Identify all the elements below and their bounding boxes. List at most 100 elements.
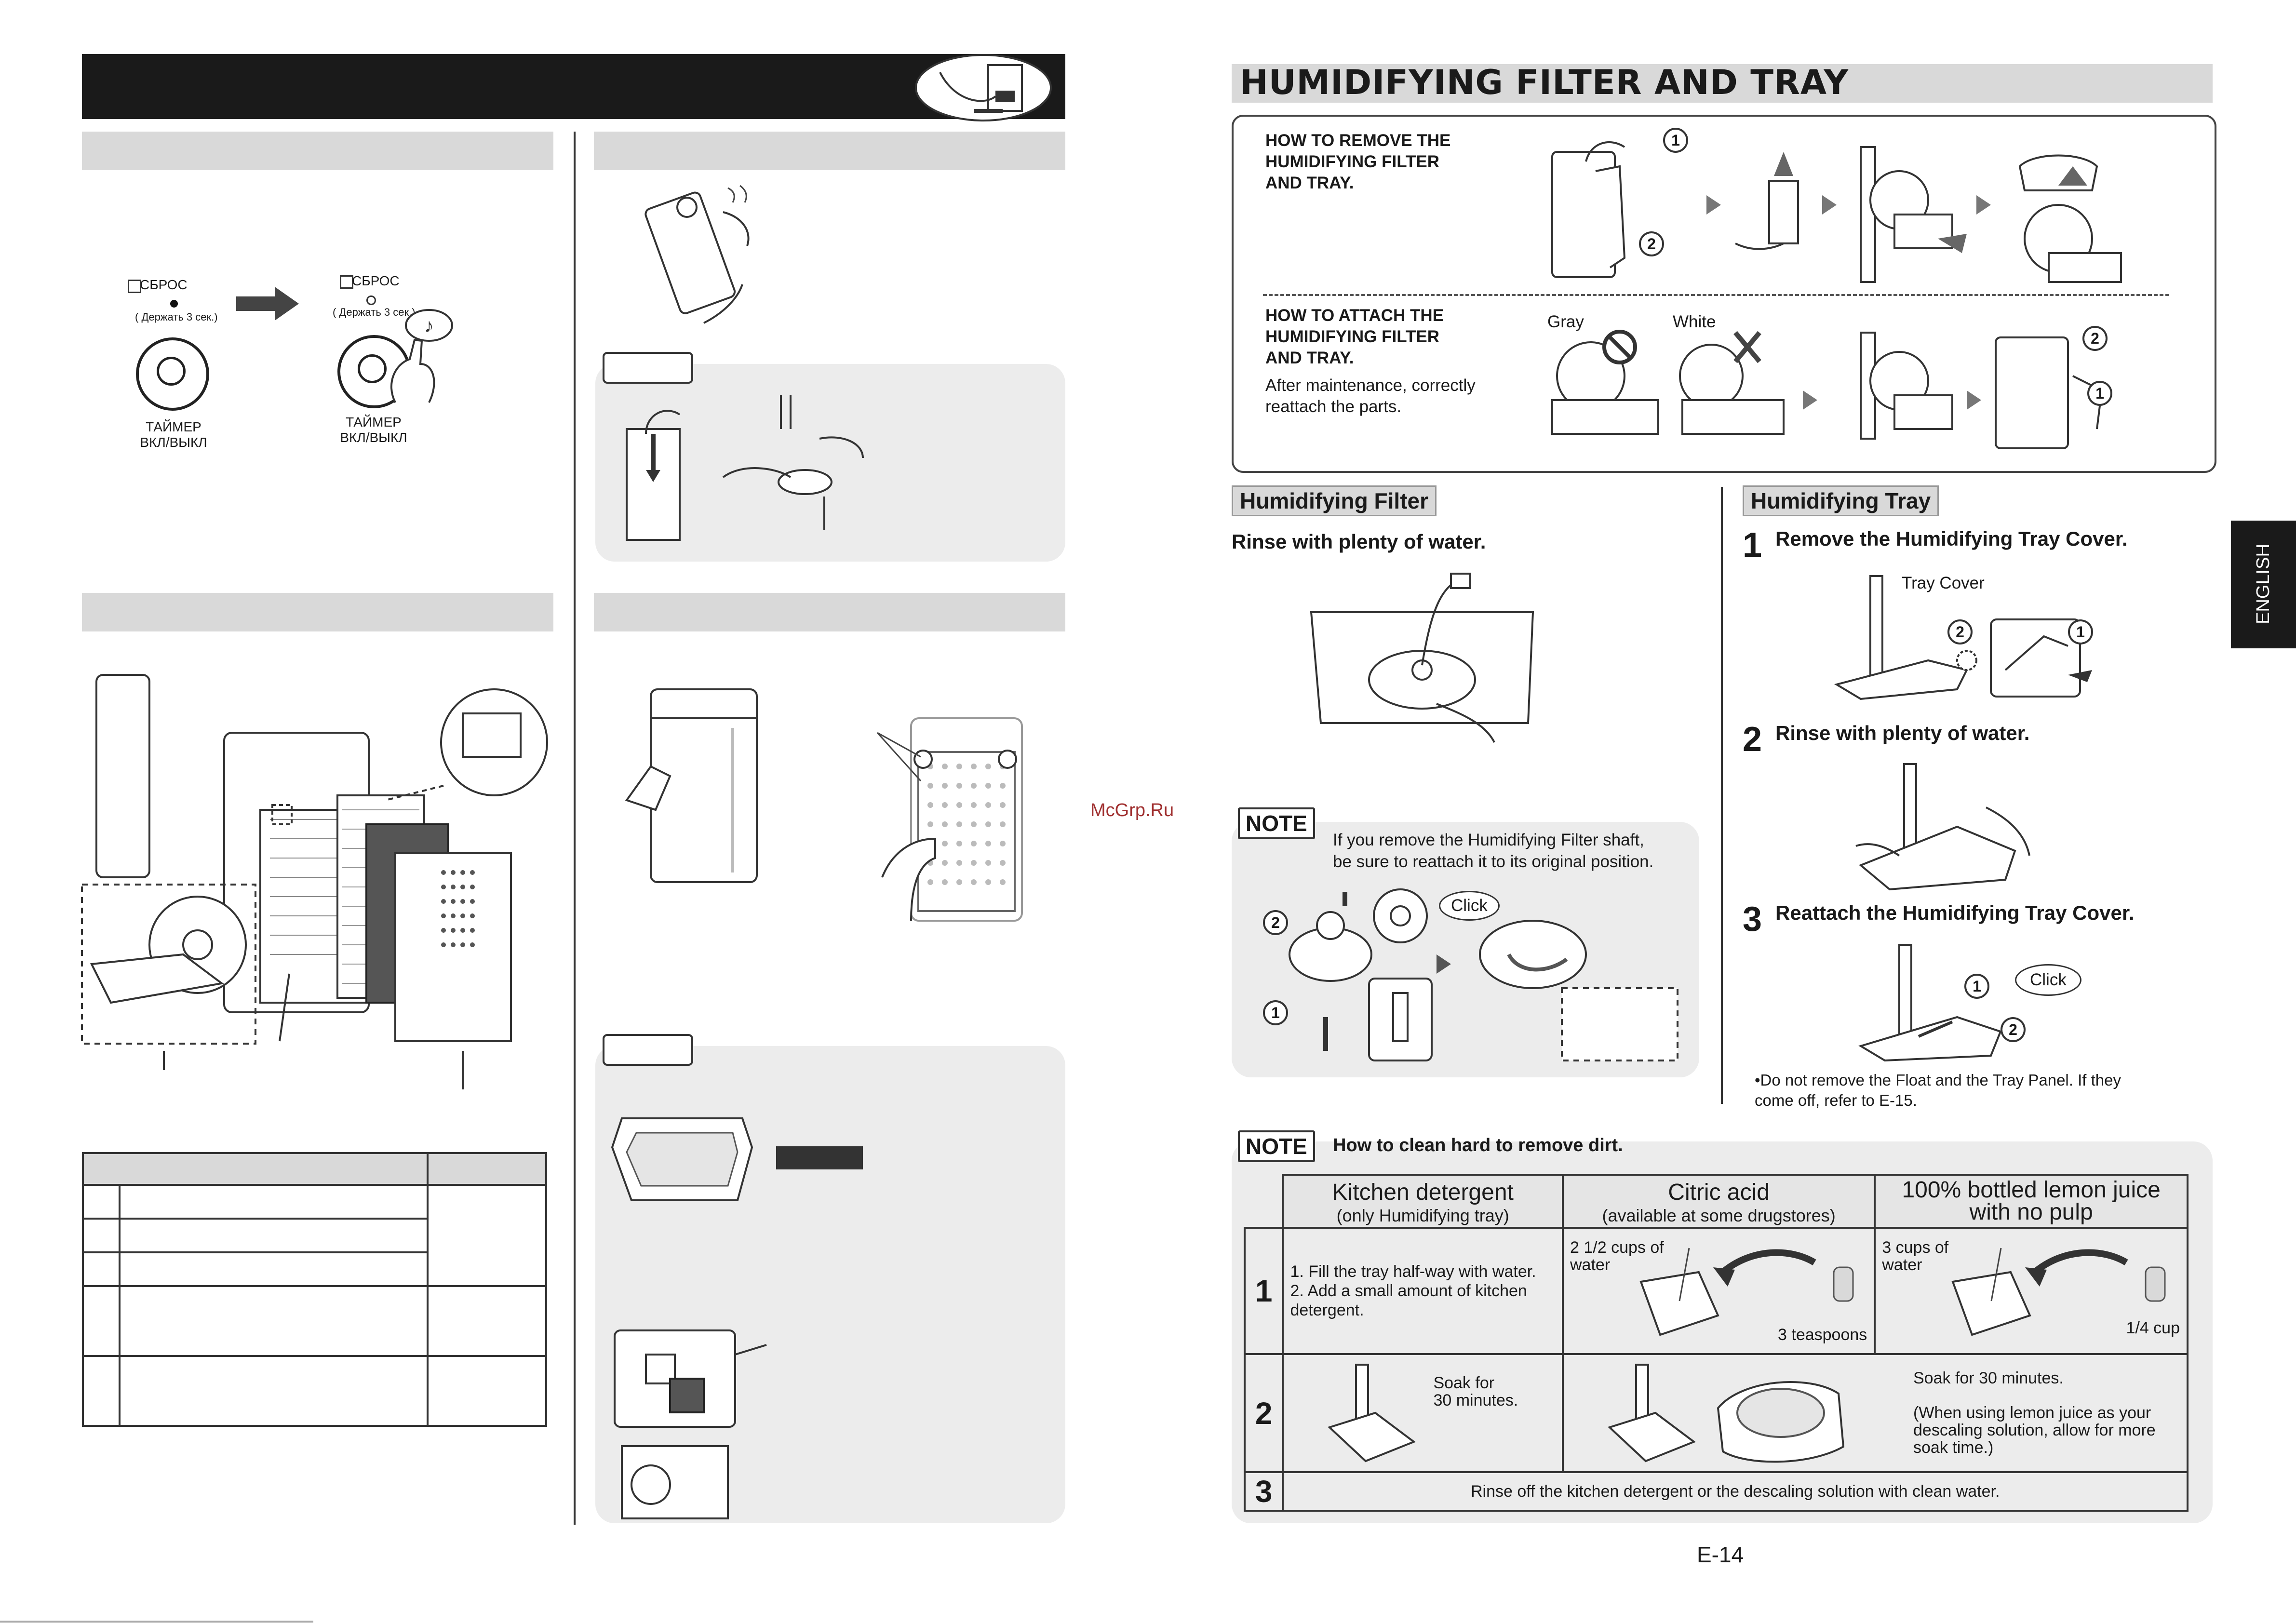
row-num: 3	[1243, 1471, 1284, 1512]
col-citric-acid: Citric acid (available at some drugstore…	[1561, 1174, 1876, 1229]
tray-cover-badge-2: 2	[1947, 619, 1973, 644]
filter-note-tag: NOTE	[1238, 807, 1315, 839]
tray-step-1-num: 1	[1743, 526, 1762, 564]
watermark: McGrp.Ru	[1090, 800, 1174, 820]
reattach-badge-2: 2	[2001, 1017, 2026, 1042]
dashed-separator	[1263, 294, 2169, 296]
unit-exploded-illustration	[81, 674, 548, 1089]
blank-tag-2	[603, 1034, 693, 1066]
dark-label-box	[776, 1146, 863, 1169]
lemon-amount: 1/4 cup	[2126, 1319, 2180, 1337]
step-badge-1: 1	[1663, 128, 1688, 153]
filter-click-label: Click	[1439, 891, 1500, 921]
row-num: 1	[1243, 1227, 1284, 1355]
tray-cover-remove-illustration	[1834, 575, 2092, 700]
step-badge-attach-2: 2	[2082, 326, 2108, 351]
page-number: E-14	[1697, 1542, 1744, 1567]
citric-lemon-step-2: Soak for 30 minutes. (When using lemon j…	[1562, 1353, 2189, 1473]
attach-steps-illustration	[1551, 330, 2103, 449]
left-blank-table	[82, 1152, 547, 1427]
col-title: Citric acid	[1668, 1180, 1770, 1205]
filter-note-text: If you remove the Humidifying Filter sha…	[1333, 831, 1654, 871]
citric-lemon-soak-text: Soak for 30 minutes. (When using lemon j…	[1913, 1369, 2156, 1457]
reset-label-2: СБРОС	[352, 273, 400, 288]
detergent-soak-text: Soak for 30 minutes.	[1433, 1374, 1518, 1409]
lemon-water: 3 cups of water	[1882, 1238, 1949, 1274]
english-tab-label: ENGLISH	[2253, 544, 2273, 624]
filter-shake-illustration	[644, 185, 750, 324]
gray-label: Gray	[1547, 312, 1584, 331]
page-title: HUMIDIFYING FILTER AND TRAY	[1240, 63, 1849, 102]
detergent-soak-illustration	[1328, 1364, 1416, 1463]
left-column-divider	[574, 132, 576, 1525]
tray-step-2-text: Rinse with plenty of water.	[1775, 722, 2030, 744]
citric-water: 2 1/2 cups of water	[1570, 1238, 1664, 1274]
remove-attach-frame	[1232, 115, 2216, 473]
timer-label-2: ТАЙМЕР ВКЛ/ВЫКЛ	[340, 415, 407, 445]
tray-soak-illustration	[1608, 1364, 1845, 1463]
shaft-badge-2: 2	[1263, 910, 1288, 935]
tray-step-2-num: 2	[1743, 720, 1762, 759]
left-subheader-1	[82, 132, 553, 170]
remove-heading: HOW TO REMOVE THE HUMIDIFYING FILTER AND…	[1265, 131, 1451, 192]
tray-rinse-illustration	[1855, 763, 2030, 891]
filter-shaft-illustration	[1289, 888, 1678, 1061]
left-subheader-4	[594, 593, 1065, 631]
left-subheader-2	[594, 132, 1065, 170]
tray-step-3-text: Reattach the Humidifying Tray Cover.	[1775, 901, 2135, 924]
left-header-bar	[82, 54, 1065, 119]
tray-step-3-num: 3	[1743, 900, 1762, 939]
filter-rinse-illustration	[1310, 573, 1534, 743]
reset-panel-2: СБРОС ( Держать 3 сек.) ТАЙМЕР ВКЛ/ВЫКЛ …	[333, 272, 477, 456]
citric-amount: 3 teaspoons	[1778, 1326, 1867, 1344]
col-title: 100% bottled lemon juice with no pulp	[1902, 1177, 2161, 1225]
hard-dirt-note-tag: NOTE	[1238, 1130, 1315, 1162]
rinse-step-3: Rinse off the kitchen detergent or the d…	[1282, 1471, 2189, 1512]
timer-label-1: ТАЙМЕР ВКЛ/ВЫКЛ	[140, 419, 207, 450]
row-num: 2	[1243, 1353, 1284, 1473]
filter-section-label: Humidifying Filter	[1232, 485, 1437, 516]
english-side-tab: ENGLISH	[2231, 521, 2296, 648]
detergent-step-1-text: 1. Fill the tray half-way with water. 2.…	[1290, 1262, 1536, 1319]
citric-tray-illustration	[1639, 1248, 1854, 1336]
detergent-step-1: 1. Fill the tray half-way with water. 2.…	[1282, 1227, 1564, 1355]
attach-heading: HOW TO ATTACH THE HUMIDIFYING FILTER AND…	[1265, 306, 1444, 367]
unit-wipe-illustration	[625, 688, 1023, 922]
page-title-bar	[1232, 64, 2213, 103]
right-column-divider	[1721, 487, 1723, 1104]
citric-step-1: 2 1/2 cups of water 3 teaspoons	[1561, 1227, 1876, 1355]
col-title: Kitchen detergent	[1332, 1180, 1514, 1205]
tray-cover-label: Tray Cover	[1902, 574, 1985, 592]
reattach-badge-1: 1	[1964, 974, 1989, 999]
remove-steps-illustration	[1551, 141, 2122, 283]
detergent-step-2: Soak for 30 minutes.	[1282, 1353, 1564, 1473]
step-badge-2: 2	[1639, 231, 1664, 256]
filter-water-illustration	[626, 395, 864, 541]
hold-note-1: ( Держать 3 сек.)	[135, 311, 218, 323]
reset-label-1: СБРОС	[140, 277, 188, 292]
tray-cover-badge-1: 1	[2068, 619, 2093, 644]
shaft-badge-1: 1	[1263, 1000, 1288, 1025]
svg-text:♪: ♪	[424, 315, 434, 336]
step-badge-attach-1: 1	[2087, 381, 2112, 406]
tray-bullet-note: •Do not remove the Float and the Tray Pa…	[1755, 1071, 2121, 1109]
filter-instruction: Rinse with plenty of water.	[1232, 530, 1486, 553]
tray-section-label: Humidifying Tray	[1743, 485, 1939, 516]
tray-step-1-text: Remove the Humidifying Tray Cover.	[1775, 527, 2128, 550]
col-kitchen-detergent: Kitchen detergent (only Humidifying tray…	[1282, 1174, 1564, 1229]
attach-note: After maintenance, correctly reattach th…	[1265, 376, 1476, 416]
bottom-rule	[0, 1621, 313, 1623]
tray-basket-illustration	[611, 1117, 753, 1201]
lemon-step-1: 3 cups of water 1/4 cup	[1874, 1227, 2189, 1355]
col-subtitle: (only Humidifying tray)	[1336, 1206, 1509, 1225]
tray-cover-reattach-illustration	[1858, 944, 2002, 1062]
col-subtitle: (available at some drugstores)	[1602, 1206, 1836, 1225]
white-label: White	[1673, 312, 1716, 331]
left-subheader-3	[82, 593, 553, 631]
arrow-right-icon	[236, 287, 299, 321]
reset-panel-1: СБРОС ( Держать 3 сек.) ТАЙМЕР ВКЛ/ВЫКЛ	[121, 275, 246, 458]
col-lemon-juice: 100% bottled lemon juice with no pulp	[1874, 1174, 2189, 1229]
plug-illustration	[915, 54, 1052, 121]
unit-detail-illustration	[614, 1329, 767, 1519]
blank-tag-1	[603, 352, 693, 384]
